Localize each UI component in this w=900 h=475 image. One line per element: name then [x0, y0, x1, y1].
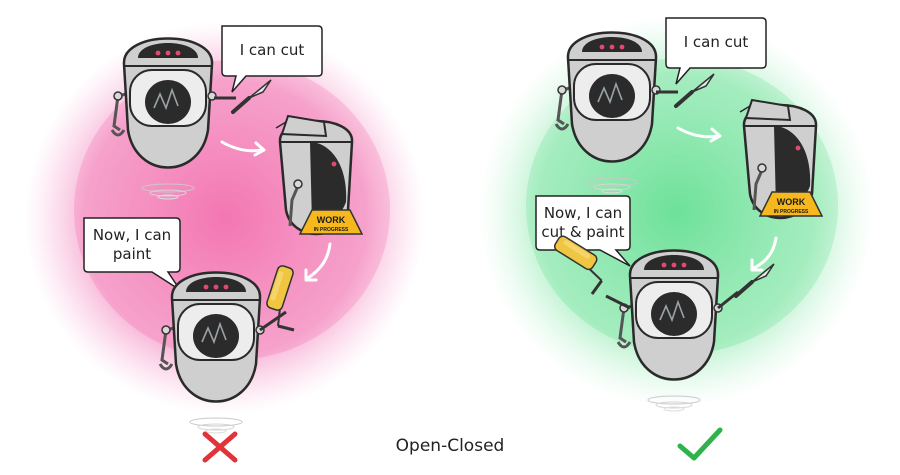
right-arrow-down-icon: [750, 236, 778, 272]
right-bubble-paint-line1: Now, I can: [544, 204, 622, 222]
left-bubble-cut: I can cut: [221, 25, 323, 93]
left-pink-blob: [25, 22, 425, 414]
right-bubble-paint-line2: cut & paint: [541, 223, 624, 241]
left-bubble-paint: Now, I can paint: [83, 217, 181, 291]
left-panel: I can cut WORK IN PROGRESS Now, I can pa…: [25, 22, 425, 463]
right-bubble-cut: I can cut: [665, 17, 767, 85]
check-icon: [677, 427, 723, 461]
left-sign-progress-text: IN PROGRESS: [314, 227, 349, 233]
left-bubble-paint-line2: paint: [113, 245, 151, 263]
left-arrow-down-icon: [304, 242, 332, 282]
right-sign-work-text: WORK: [777, 197, 806, 207]
left-bubble-paint-line1: Now, I can: [93, 226, 171, 244]
left-bubble-cut-text: I can cut: [240, 41, 305, 59]
right-sign-progress-text: IN PROGRESS: [774, 209, 809, 215]
page-caption: Open-Closed: [395, 436, 505, 456]
left-sign-work-text: WORK: [317, 215, 346, 225]
right-work-sign: WORK IN PROGRESS: [758, 191, 824, 217]
left-work-sign: WORK IN PROGRESS: [298, 209, 364, 235]
right-bubble-cut-text: I can cut: [684, 33, 749, 51]
right-panel: I can cut WORK IN PROGRESS Now, I can cu…: [478, 16, 874, 461]
cross-icon: [202, 431, 238, 463]
